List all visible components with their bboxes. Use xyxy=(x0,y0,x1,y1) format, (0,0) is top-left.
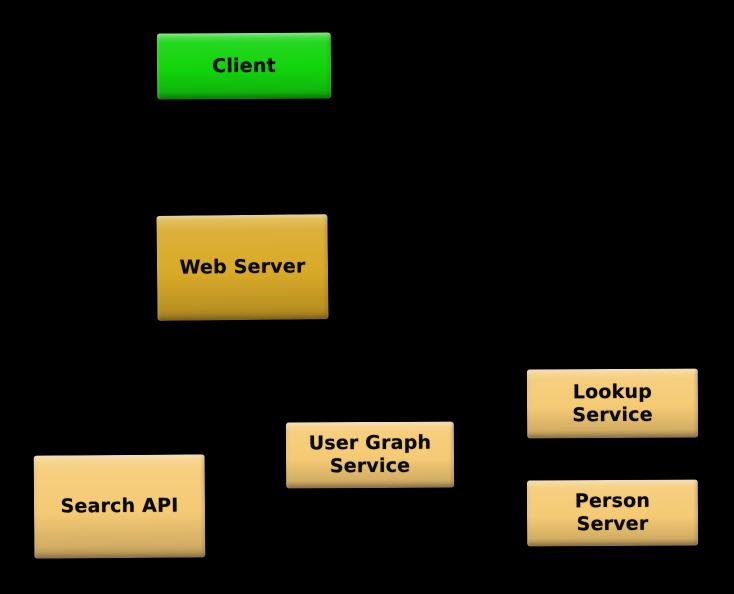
node-client: Client xyxy=(156,32,332,100)
node-search-api-label: Search API xyxy=(60,494,179,518)
node-lookup-service: Lookup Service xyxy=(526,368,699,439)
node-user-graph-service: User Graph Service xyxy=(285,421,455,489)
node-lookup-service-label: Lookup Service xyxy=(572,380,653,426)
node-search-api: Search API xyxy=(33,454,206,559)
node-person-server-label: Person Server xyxy=(574,490,651,536)
node-client-label: Client xyxy=(212,54,276,77)
node-web-server: Web Server xyxy=(156,214,329,321)
node-user-graph-service-label: User Graph Service xyxy=(308,431,432,478)
node-person-server: Person Server xyxy=(526,479,699,547)
node-web-server-label: Web Server xyxy=(179,255,306,279)
